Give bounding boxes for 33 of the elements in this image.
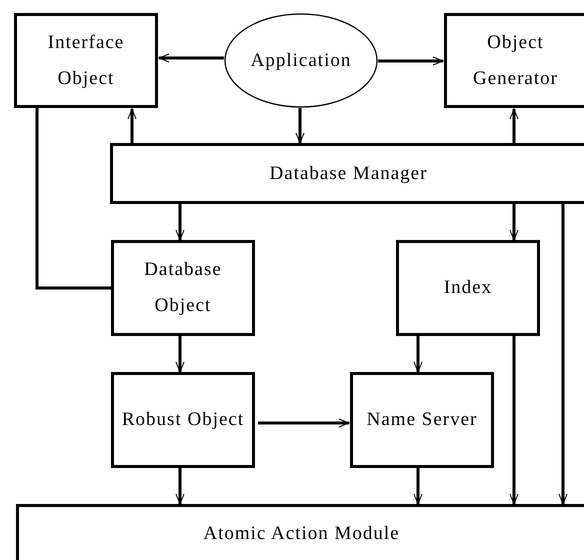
node-label: Interface Object [46, 30, 126, 90]
arrow [558, 204, 568, 504]
arrow [176, 468, 184, 504]
arrow [158, 54, 224, 62]
node-label: Index [442, 276, 494, 300]
connector-line [36, 108, 111, 290]
arrow [176, 204, 184, 240]
arrow [414, 336, 422, 372]
node-label: Database Object [143, 258, 223, 318]
arrow [128, 108, 136, 143]
node-label: Robust Object [120, 408, 246, 432]
arrow [296, 108, 304, 144]
arrow [510, 204, 518, 240]
process-box [111, 240, 255, 336]
process-ellipse [224, 13, 378, 108]
process-box [14, 13, 158, 108]
arrow [510, 336, 518, 504]
process-box [16, 504, 584, 560]
process-box [110, 143, 584, 204]
process-box [396, 240, 540, 336]
process-box [350, 372, 494, 468]
arrow [510, 108, 518, 143]
node-label: Name Server [366, 408, 478, 432]
node-label: Object Generator [472, 30, 559, 90]
node-label: Database Manager [268, 162, 428, 186]
arrow [258, 418, 350, 428]
node-label: Atomic Action Module [202, 522, 401, 546]
arrow [176, 336, 184, 372]
process-box [444, 13, 584, 108]
arrow [414, 468, 422, 504]
node-label: Application [250, 48, 352, 72]
arrow [378, 56, 444, 66]
process-box [111, 372, 255, 468]
